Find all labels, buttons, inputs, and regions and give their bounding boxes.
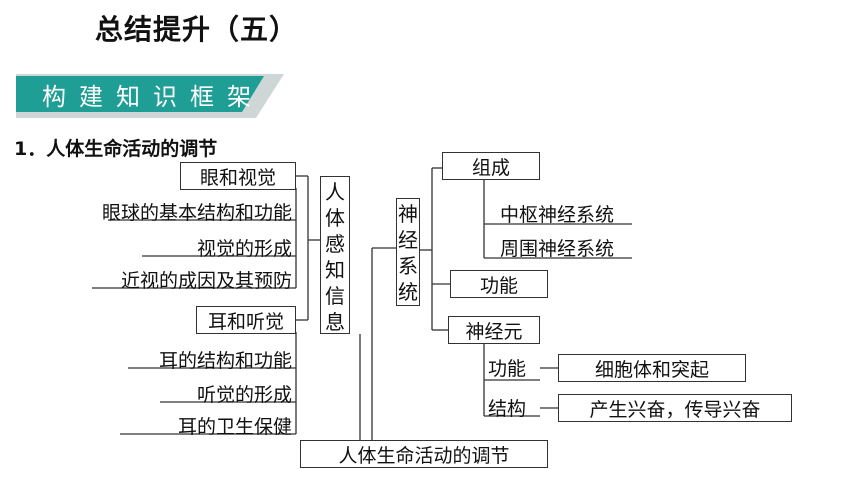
peripheral-nervous-system-label: 周围神经系统 (500, 238, 615, 260)
eye-item: 近视的成因及其预防 (120, 270, 292, 292)
nervous-char: 神 (398, 202, 418, 226)
neuron-function-value-box: 细胞体和突起 (558, 354, 746, 382)
section-banner: 构建知识框架 (16, 74, 284, 118)
banner-shape (16, 74, 284, 118)
neuron-box: 神经元 (448, 316, 540, 344)
ear-hearing-box: 耳和听觉 (196, 306, 296, 334)
neuron-structure-label: 结构 (488, 398, 527, 420)
nervous-char: 经 (398, 228, 418, 252)
ear-item: 听觉的形成 (196, 384, 292, 406)
life-regulation-box: 人体生命活动的调节 (300, 440, 548, 468)
sense-char: 息 (325, 310, 345, 334)
ear-item: 耳的卫生保健 (177, 416, 292, 438)
ear-item: 耳的结构和功能 (158, 350, 292, 372)
eye-item: 视觉的形成 (196, 238, 292, 260)
neuron-function-label: 功能 (488, 358, 527, 380)
nervous-system-box: 神 经 系 统 (396, 198, 420, 306)
function-box: 功能 (450, 270, 548, 298)
sense-char: 知 (325, 258, 345, 282)
nervous-char: 系 (398, 254, 418, 278)
eye-item: 眼球的基本结构和功能 (101, 202, 292, 224)
sense-char: 信 (325, 284, 345, 308)
sense-info-box: 人 体 感 知 信 息 (320, 176, 350, 334)
sense-char: 体 (325, 206, 345, 230)
sense-char: 感 (325, 232, 345, 256)
sense-char: 人 (325, 180, 345, 204)
section-heading: 1．人体生命活动的调节 (14, 138, 218, 160)
page-title: 总结提升（五） (95, 13, 299, 46)
central-nervous-system-label: 中枢神经系统 (500, 204, 615, 226)
neuron-structure-value-box: 产生兴奋，传导兴奋 (558, 394, 792, 422)
eye-vision-box: 眼和视觉 (180, 162, 296, 190)
banner-text: 构建知识框架 (42, 83, 264, 111)
composition-box: 组成 (442, 152, 540, 180)
nervous-char: 统 (398, 280, 418, 304)
